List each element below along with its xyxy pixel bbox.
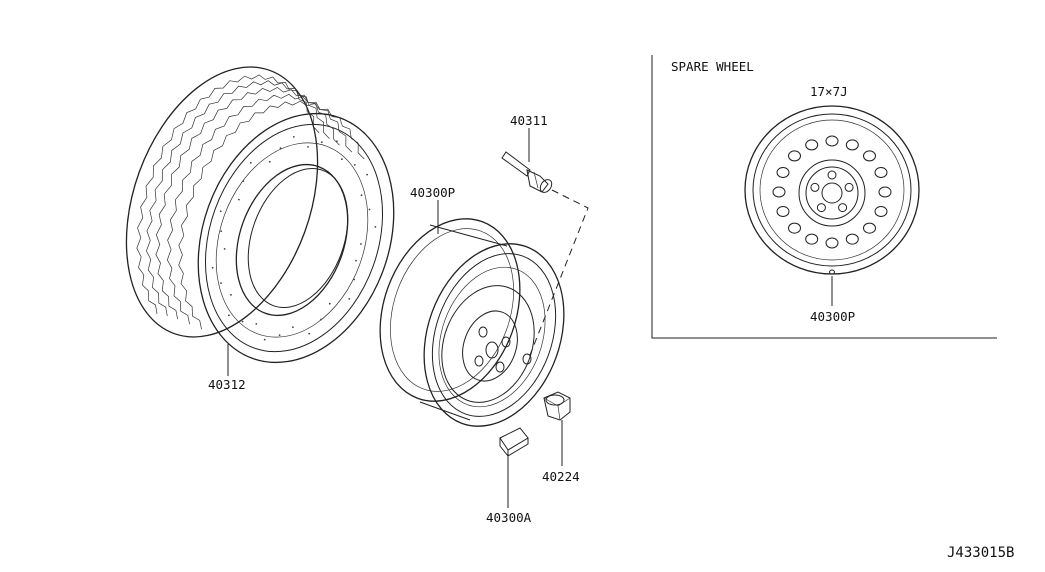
weight-part-number: 40300A: [486, 510, 532, 525]
spare-wheel-vent-hole: [845, 139, 859, 151]
balance-weight-drawing: [499, 427, 529, 458]
spare-wheel-vent-hole: [788, 150, 801, 162]
tire-sidewall-dot: [292, 326, 294, 328]
tire-sidewall-dot: [263, 338, 266, 341]
spare-wheel-vent-hole: [825, 135, 839, 147]
tire-tread-band: [166, 93, 353, 325]
valve-part-number: 40311: [510, 113, 548, 128]
diagram-code: J433015B: [947, 545, 1014, 561]
spare-wheel-size: 17×7J: [810, 84, 848, 99]
tire-drawing: [125, 66, 395, 364]
tire-sidewall-dot: [242, 180, 245, 183]
tire-sidewall-dot: [368, 208, 371, 211]
spare-wheel-vent-hole: [805, 233, 819, 245]
wheel-drawing: [379, 218, 565, 427]
tire-sidewall-dot: [230, 294, 232, 296]
tire-sidewall-dot: [366, 173, 368, 176]
tire-sidewall-dot: [268, 160, 271, 163]
tire-sidewall-dot: [278, 334, 281, 336]
tire-part-number: 40312: [208, 377, 246, 392]
wheel-part-number: 40300P: [410, 185, 455, 200]
spare-wheel-lug-hole: [827, 170, 837, 180]
tire-sidewall-dot: [360, 243, 362, 245]
tire-sidewall-dot: [353, 164, 356, 166]
spare-wheel-vent-hole: [845, 233, 859, 245]
tire-sidewall-dot: [228, 314, 230, 317]
nut-part-number: 40224: [542, 469, 580, 484]
spare-wheel-vent-hole: [878, 186, 892, 198]
spare-wheel-vent-hole: [863, 222, 876, 234]
tire-sidewall-dot: [307, 146, 309, 148]
spare-wheel-vent-hole: [772, 186, 786, 198]
spare-wheel-vent-hole: [776, 206, 790, 217]
spare-wheel-title: SPARE WHEEL: [671, 59, 754, 74]
tire-sidewall-dot: [241, 320, 244, 323]
spare-wheel-vent-hole: [863, 150, 876, 162]
valve-drawing: [501, 151, 553, 193]
spare-wheel-lug-hole: [810, 182, 820, 192]
valve-position-dashed-line: [529, 189, 589, 356]
spare-wheel-vent-hole: [874, 206, 888, 217]
spare-wheel-vent-hole: [874, 167, 888, 178]
spare-wheel-part-number: 40300P: [810, 309, 855, 324]
tire-sidewall-dot: [308, 332, 311, 335]
tire-sidewall-dot: [219, 210, 222, 213]
tire-sidewall-dot: [255, 323, 258, 325]
spare-wheel-drawing: [744, 105, 920, 275]
spare-wheel-vent-hole: [776, 167, 790, 178]
wheel-nut-drawing: [543, 391, 571, 421]
tire-sidewall-dot: [223, 248, 226, 250]
spare-wheel-lug-hole: [844, 182, 854, 192]
tire-tread-band: [178, 100, 365, 330]
tire-sidewall-dot: [220, 230, 223, 233]
tire-sidewall-dot: [353, 278, 356, 281]
tire-sidewall-dot: [320, 318, 322, 321]
tire-sidewall-dot: [220, 282, 222, 284]
tire-sidewall-dot: [336, 140, 338, 143]
spare-wheel-panel-border: [651, 55, 997, 339]
tire-sidewall-dot: [292, 136, 295, 138]
spare-wheel-vent-hole: [805, 139, 819, 151]
tire-tread-band: [146, 80, 330, 317]
spare-wheel-vent-hole: [788, 222, 801, 234]
tire-sidewall-dot: [279, 147, 282, 150]
tire-sidewall-dot: [211, 266, 214, 269]
spare-wheel-lug-hole: [816, 203, 826, 213]
tire-tread-band: [136, 74, 320, 315]
tire-sidewall-dot: [355, 259, 357, 262]
spare-wheel-lug-hole: [838, 203, 848, 213]
spare-wheel-vent-hole: [825, 237, 839, 249]
tire-tread-band: [155, 86, 340, 320]
tire-sidewall-dot: [341, 158, 343, 161]
tire-sidewall-dot: [238, 198, 240, 201]
tire-sidewall-dot: [348, 298, 351, 300]
tire-sidewall-dot: [249, 162, 252, 164]
tire-sidewall-dot: [374, 226, 377, 228]
tire-sidewall-dot: [360, 194, 363, 197]
tire-sidewall-dot: [328, 302, 331, 305]
tire-sidewall-dot: [320, 141, 323, 144]
